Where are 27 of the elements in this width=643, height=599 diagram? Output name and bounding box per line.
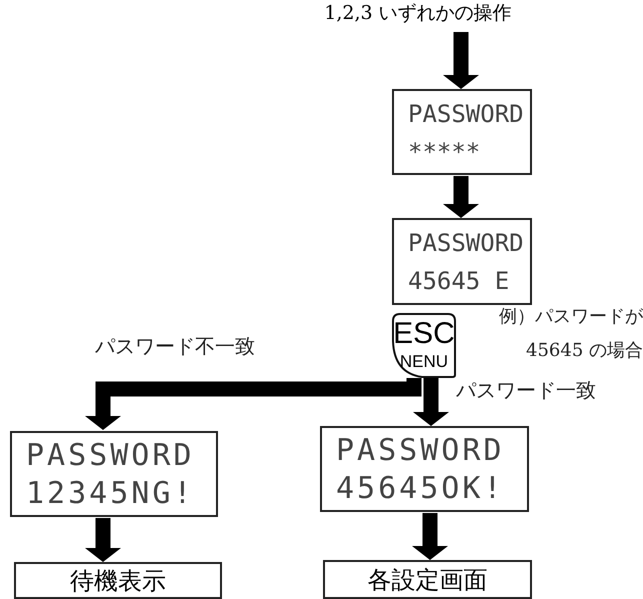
lcd-screen	[392, 89, 532, 175]
process-box: 待機表示	[14, 562, 222, 599]
arrow	[85, 378, 422, 430]
lcd-screen	[10, 431, 218, 517]
arrow	[443, 32, 479, 89]
lcd-screen	[392, 218, 532, 305]
key-label: NENU	[398, 353, 450, 370]
note-text: 例）パスワードが 45645 の場合	[498, 305, 643, 363]
arrow	[412, 513, 448, 560]
lcd-text: 12345NG!	[26, 477, 194, 511]
arrow	[413, 378, 449, 426]
key-button	[392, 313, 456, 378]
edge-label: パスワード不一致	[95, 333, 255, 360]
lcd-text: PASSWORD	[26, 439, 194, 473]
lcd-text: PASSWORD	[408, 99, 524, 130]
lcd-text: PASSWORD	[336, 434, 504, 468]
lcd-screen	[320, 426, 529, 512]
process-box: 各設定画面	[323, 560, 532, 599]
arrow	[443, 176, 479, 218]
lcd-text: *****	[408, 137, 480, 168]
arrow	[85, 518, 121, 562]
key-label: ESC	[392, 319, 456, 349]
step-text: 1,2,3 いずれかの操作	[298, 0, 538, 30]
lcd-text: PASSWORD	[408, 228, 524, 259]
lcd-text: 45645OK!	[336, 472, 504, 506]
lcd-text: 45645 E	[408, 266, 510, 297]
edge-label: パスワード一致	[456, 377, 596, 404]
